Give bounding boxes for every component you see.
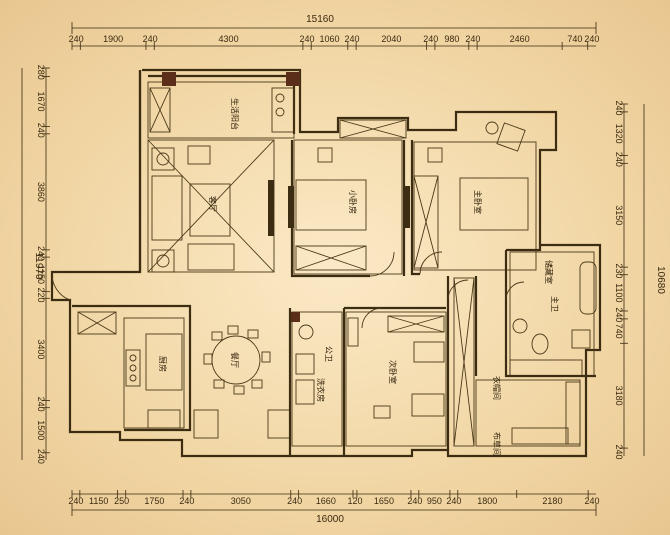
dimension-value: 220 xyxy=(36,287,46,302)
dimension-value: 980 xyxy=(444,34,459,44)
room-label-dining: 餐厅 xyxy=(230,352,239,368)
dimension-value: 1150 xyxy=(36,265,46,284)
dimension-value: 1800 xyxy=(477,496,497,506)
dimension-value: 120 xyxy=(347,496,362,506)
dimension-value: 3050 xyxy=(231,496,251,506)
dimension-value: 230 xyxy=(614,263,624,278)
dimension-value: 280 xyxy=(36,65,46,80)
dimension-value: 1060 xyxy=(319,34,339,44)
kitchen: 厨房 xyxy=(77,311,185,429)
interior-walls xyxy=(288,140,596,456)
dimension-value: 240 xyxy=(143,34,158,44)
dimension-value: 240 xyxy=(36,449,46,464)
room-label-second-bedroom: 次卧室 xyxy=(388,360,398,384)
small-bedroom: 小卧房 xyxy=(288,119,407,275)
dimension-value: 240 xyxy=(614,100,624,115)
room-label-public-bath: 公卫 xyxy=(324,346,333,362)
dimension-value: 1100 xyxy=(614,283,624,302)
dimension-value: 1750 xyxy=(144,496,164,506)
dimension-value: 1320 xyxy=(614,124,624,144)
bottom-segment-dimensions: 240 1150 250 1750 240 3050 240 1660 120 1650 240 95… xyxy=(68,490,600,506)
dimension-value: 950 xyxy=(427,496,442,506)
dimension-value: 240 xyxy=(614,152,624,167)
dimension-value: 3180 xyxy=(614,386,624,406)
right-overall-dimension: 10680 xyxy=(643,104,666,456)
dimension-value: 240 xyxy=(287,496,302,506)
bottom-overall-dimension: 16000 xyxy=(71,504,597,525)
room-label-storage: 储藏室 xyxy=(544,260,554,284)
dimension-value: 240 xyxy=(36,123,46,138)
dimension-value: 250 xyxy=(114,496,129,506)
room-label-small-bedroom: 小卧房 xyxy=(348,190,358,214)
top-overall-label: 15160 xyxy=(306,14,334,25)
left-overall-dimension: 11970 xyxy=(21,68,44,460)
top-overall-dimension: 15160 xyxy=(71,14,597,34)
left-overall-label: 11970 xyxy=(33,252,44,280)
room-label-laundry: 洗衣房 xyxy=(316,378,326,402)
master-bedroom: 主卧室 xyxy=(404,121,537,271)
dimension-value: 240 xyxy=(68,496,83,506)
dimension-value: 240 xyxy=(407,496,422,506)
dimension-value: 240 xyxy=(423,34,438,44)
closet: 衣帽间 布草间 xyxy=(453,277,581,456)
dimension-value: 240 xyxy=(344,34,359,44)
dimension-value: 240 xyxy=(179,496,194,506)
dimension-value: 240 xyxy=(614,307,624,322)
room-label-living-room: 客厅 xyxy=(208,196,218,212)
room-label-linen: 布草间 xyxy=(492,432,502,456)
dimension-value: 240 xyxy=(584,34,599,44)
dimension-value: 240 xyxy=(69,34,84,44)
dimension-value: 740 xyxy=(614,324,624,339)
balcony-area: 生活阳台 xyxy=(147,72,300,139)
dimension-value: 240 xyxy=(36,246,46,261)
dimension-value: 1900 xyxy=(103,34,123,44)
room-label-kitchen: 厨房 xyxy=(158,356,168,372)
dimension-value: 1150 xyxy=(89,496,108,506)
dimension-value: 3860 xyxy=(36,182,46,202)
dimension-value: 2040 xyxy=(381,34,401,44)
living-room: 客厅 xyxy=(147,139,275,273)
dimension-value: 240 xyxy=(614,445,624,460)
dimension-value: 240 xyxy=(465,34,480,44)
bottom-overall-label: 16000 xyxy=(316,514,344,525)
left-segment-dimensions: 280 1670 240 3860 240 1150 220 3400 240 1500 240 xyxy=(36,65,50,464)
room-label-closet: 衣帽间 xyxy=(492,376,502,400)
second-bedroom: 次卧室 xyxy=(345,311,447,447)
dimension-value: 1500 xyxy=(36,420,46,440)
dimension-value: 1670 xyxy=(36,92,46,112)
top-segment-dimensions: 240 1900 240 4300 240 1060 240 2040 240 980 240 246… xyxy=(69,34,599,50)
dimension-value: 3150 xyxy=(614,205,624,225)
room-label-master-bedroom: 主卧室 xyxy=(473,190,483,214)
room-label-living-balcony: 生活阳台 xyxy=(230,98,240,130)
dimension-value: 2460 xyxy=(510,34,530,44)
door-swings xyxy=(51,251,525,329)
dining-room: 餐厅 xyxy=(193,325,291,439)
dimension-value: 4300 xyxy=(219,34,239,44)
room-label-master-bath: 主卫 xyxy=(550,296,560,312)
dimension-value: 1650 xyxy=(374,496,394,506)
dimension-value: 2180 xyxy=(542,496,562,506)
dimension-value: 240 xyxy=(36,397,46,412)
dimension-value: 240 xyxy=(300,34,315,44)
right-overall-label: 10680 xyxy=(655,266,666,294)
public-bath: 公卫 洗衣房 xyxy=(290,311,343,447)
dimension-value: 3400 xyxy=(36,339,46,359)
dimension-value: 1660 xyxy=(316,496,336,506)
dimension-value: 240 xyxy=(446,496,461,506)
master-bath: 主卫 储藏室 xyxy=(509,251,597,377)
right-segment-dimensions: 240 1320 240 3150 230 1100 240 740 3180 240 xyxy=(614,100,628,460)
dimension-value: 240 xyxy=(585,496,600,506)
dimension-value: 740 xyxy=(567,34,582,44)
